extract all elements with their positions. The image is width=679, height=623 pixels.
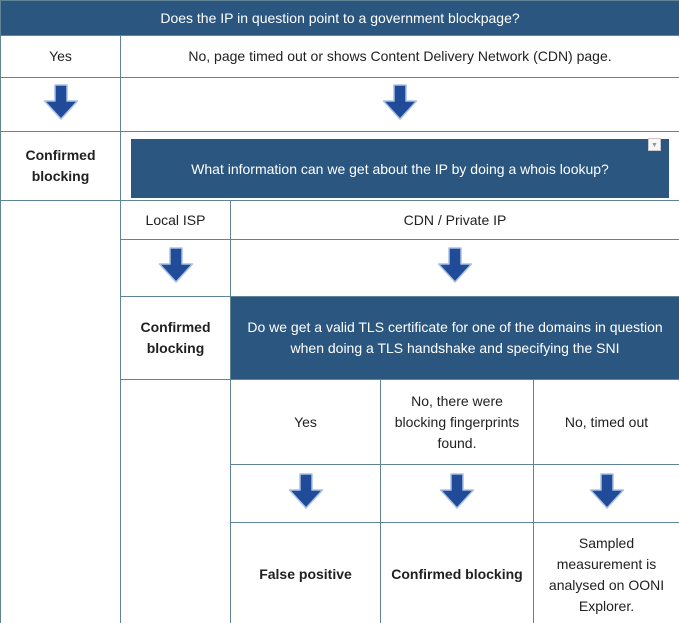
question-government-blockpage: Does the IP in question point to a gover… bbox=[0, 0, 679, 36]
arrow-cell-q2-local-isp bbox=[120, 239, 231, 297]
answer-no-blockpage: No, page timed out or shows Content Deli… bbox=[119, 35, 679, 78]
dropdown-icon[interactable]: ▼ bbox=[648, 138, 662, 151]
question-whois-cell: What information can we get about the IP… bbox=[119, 131, 679, 201]
down-arrow-icon bbox=[43, 83, 79, 120]
empty-second-column-cell bbox=[120, 379, 231, 623]
arrow-cell-tls-no-fingerprints bbox=[380, 464, 534, 523]
outcome-false-positive: False positive bbox=[230, 522, 381, 623]
arrow-cell-q1-yes bbox=[0, 77, 121, 132]
outcome-sampled-measurement: Sampled measurement is analysed on OONI … bbox=[532, 522, 679, 623]
arrow-cell-tls-no-timeout bbox=[532, 464, 679, 523]
down-arrow-icon bbox=[437, 247, 473, 283]
outcome-confirmed-blocking-q1: Confirmed blocking bbox=[0, 131, 121, 201]
answer-cdn-private-ip: CDN / Private IP bbox=[229, 200, 679, 240]
answer-yes-blockpage: Yes bbox=[0, 35, 121, 78]
question-whois-lookup: What information can we get about the IP… bbox=[191, 160, 609, 177]
down-arrow-icon bbox=[589, 472, 625, 509]
arrow-cell-tls-yes bbox=[230, 464, 381, 523]
answer-tls-no-fingerprints: No, there were blocking fingerprints fou… bbox=[380, 379, 534, 465]
outcome-confirmed-blocking-q2: Confirmed blocking bbox=[120, 296, 231, 380]
down-arrow-icon bbox=[288, 472, 324, 509]
answer-local-isp: Local ISP bbox=[120, 200, 231, 240]
arrow-cell-q2-cdn bbox=[229, 239, 679, 297]
outcome-confirmed-blocking-q3: Confirmed blocking bbox=[380, 522, 534, 623]
arrow-cell-q1-no bbox=[119, 77, 679, 132]
down-arrow-icon bbox=[382, 83, 418, 120]
down-arrow-icon bbox=[158, 247, 194, 283]
empty-left-column-cell bbox=[0, 200, 121, 623]
question-tls-certificate: Do we get a valid TLS certificate for on… bbox=[229, 296, 679, 380]
answer-tls-no-timeout: No, timed out bbox=[532, 379, 679, 465]
down-arrow-icon bbox=[439, 472, 475, 509]
answer-tls-yes: Yes bbox=[230, 379, 381, 465]
